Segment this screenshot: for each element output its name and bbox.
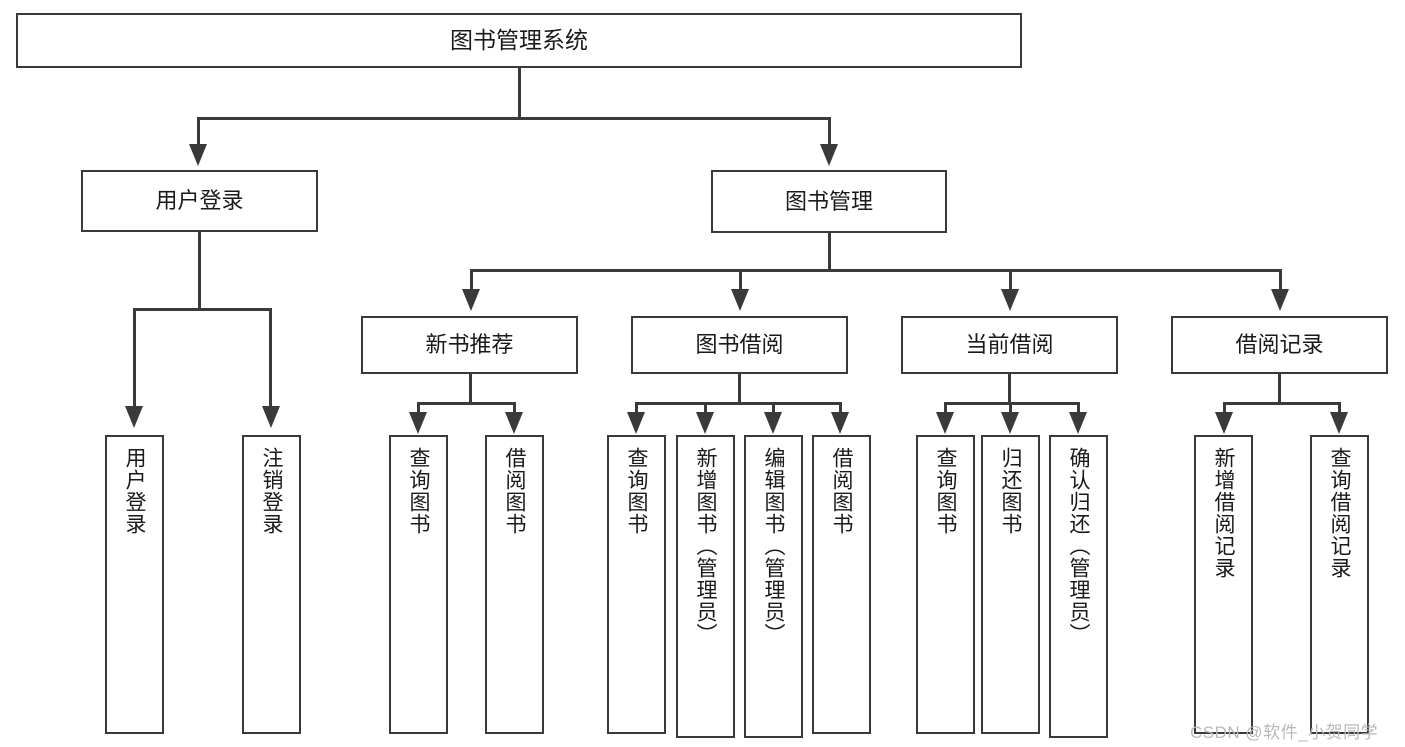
leaf-label: 查询借阅记录 <box>1328 447 1351 579</box>
edge-nbr-drop-1 <box>417 402 420 414</box>
arrowhead-borrow-record <box>1271 289 1289 311</box>
edge-cb-drop-1 <box>944 402 947 414</box>
arrowhead-bb-leaf-3 <box>764 412 782 434</box>
arrowhead-current-borrow <box>1001 289 1019 311</box>
edge-nbr-stem <box>469 374 472 404</box>
edge-bb-drop-4 <box>839 402 842 414</box>
arrowhead-user-login <box>189 144 207 166</box>
leaf-query-book-borrow[interactable]: 查询图书 <box>607 435 666 734</box>
leaf-label: 新增图书（管理员） <box>694 447 717 645</box>
leaf-query-borrow-record[interactable]: 查询借阅记录 <box>1310 435 1369 734</box>
edge-user-login-drop-1 <box>133 308 136 408</box>
arrowhead-nbr-leaf-1 <box>409 412 427 434</box>
node-label: 用户登录 <box>155 188 244 214</box>
edge-root-stem <box>518 68 521 118</box>
arrowhead-book-management <box>820 144 838 166</box>
arrowhead-bb-leaf-1 <box>627 412 645 434</box>
leaf-label: 注销登录 <box>260 447 283 535</box>
leaf-return-book[interactable]: 归还图书 <box>981 435 1040 734</box>
arrowhead-new-book-recommend <box>462 289 480 311</box>
node-new-book-recommend[interactable]: 新书推荐 <box>361 316 578 374</box>
arrowhead-cb-leaf-2 <box>1001 412 1019 434</box>
edge-cb-drop-2 <box>1009 402 1012 414</box>
arrowhead-book-borrow <box>731 289 749 311</box>
node-label: 借阅记录 <box>1235 332 1324 358</box>
leaf-add-borrow-record[interactable]: 新增借阅记录 <box>1194 435 1253 734</box>
arrowhead-leaf-user-login <box>125 406 143 428</box>
edge-user-login-stem <box>198 232 201 310</box>
leaf-user-login[interactable]: 用户登录 <box>105 435 164 734</box>
leaf-label: 用户登录 <box>123 447 146 535</box>
leaf-borrow-book[interactable]: 借阅图书 <box>812 435 871 734</box>
node-label: 新书推荐 <box>425 332 514 358</box>
edge-bm-drop-4 <box>1279 269 1282 291</box>
edge-cb-bus <box>944 402 1079 405</box>
edge-cb-drop-3 <box>1077 402 1080 414</box>
node-borrow-record[interactable]: 借阅记录 <box>1171 316 1388 374</box>
arrowhead-br-leaf-1 <box>1215 412 1233 434</box>
leaf-query-book-recommend[interactable]: 查询图书 <box>389 435 448 734</box>
arrowhead-bb-leaf-4 <box>831 412 849 434</box>
node-label: 当前借阅 <box>965 332 1054 358</box>
leaf-borrow-book-recommend[interactable]: 借阅图书 <box>485 435 544 734</box>
edge-root-to-book-management <box>828 117 831 145</box>
node-label: 图书管理系统 <box>450 26 588 53</box>
edge-bb-bus <box>635 402 841 405</box>
csdn-watermark: CSDN @软件_小贺同学 <box>1190 723 1379 742</box>
edge-nbr-bus <box>417 402 516 405</box>
leaf-label: 查询图书 <box>407 447 430 535</box>
arrowhead-br-leaf-2 <box>1330 412 1348 434</box>
leaf-add-book-admin[interactable]: 新增图书（管理员） <box>676 435 735 738</box>
edge-book-management-stem <box>828 233 831 271</box>
node-book-borrow[interactable]: 图书借阅 <box>631 316 848 374</box>
node-user-login[interactable]: 用户登录 <box>81 170 318 232</box>
leaf-label: 借阅图书 <box>830 447 853 535</box>
leaf-label: 确认归还（管理员） <box>1067 447 1090 645</box>
node-current-borrow[interactable]: 当前借阅 <box>901 316 1118 374</box>
edge-bb-drop-1 <box>635 402 638 414</box>
leaf-label: 查询图书 <box>625 447 648 535</box>
leaf-label: 编辑图书（管理员） <box>762 447 785 645</box>
leaf-confirm-return-admin[interactable]: 确认归还（管理员） <box>1049 435 1108 738</box>
node-label: 图书管理 <box>784 188 873 214</box>
edge-cb-stem <box>1008 374 1011 404</box>
edge-root-bus <box>197 117 831 120</box>
edge-user-login-drop-2 <box>269 308 272 408</box>
arrowhead-bb-leaf-2 <box>696 412 714 434</box>
edge-br-drop-2 <box>1338 402 1341 414</box>
leaf-label: 借阅图书 <box>503 447 526 535</box>
leaf-logout[interactable]: 注销登录 <box>242 435 301 734</box>
edge-root-to-user-login <box>197 117 200 145</box>
edge-br-drop-1 <box>1223 402 1226 414</box>
node-root-book-management-system[interactable]: 图书管理系统 <box>16 13 1022 68</box>
leaf-edit-book-admin[interactable]: 编辑图书（管理员） <box>744 435 803 738</box>
arrowhead-cb-leaf-3 <box>1069 412 1087 434</box>
edge-br-stem <box>1278 374 1281 404</box>
edge-book-management-bus <box>470 269 1281 272</box>
arrowhead-cb-leaf-1 <box>936 412 954 434</box>
edge-bb-drop-2 <box>704 402 707 414</box>
leaf-label: 查询图书 <box>934 447 957 535</box>
leaf-label: 归还图书 <box>999 447 1022 535</box>
edge-br-bus <box>1223 402 1339 405</box>
edge-bm-drop-1 <box>470 269 473 291</box>
edge-user-login-bus <box>133 308 269 311</box>
arrowhead-nbr-leaf-2 <box>505 412 523 434</box>
edge-bm-drop-3 <box>1009 269 1012 291</box>
edge-nbr-drop-2 <box>513 402 516 414</box>
edge-bm-drop-2 <box>739 269 742 291</box>
node-book-management[interactable]: 图书管理 <box>711 170 947 233</box>
arrowhead-leaf-logout <box>262 406 280 428</box>
node-label: 图书借阅 <box>695 332 784 358</box>
leaf-query-book-current[interactable]: 查询图书 <box>916 435 975 734</box>
edge-bb-drop-3 <box>772 402 775 414</box>
edge-bb-stem <box>738 374 741 404</box>
leaf-label: 新增借阅记录 <box>1212 447 1235 579</box>
